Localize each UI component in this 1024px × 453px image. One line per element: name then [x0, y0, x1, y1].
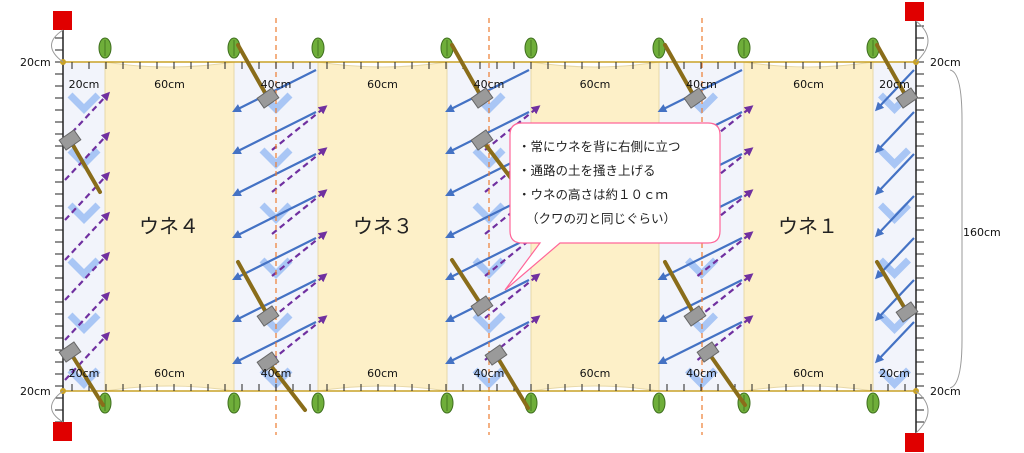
corner-stake: [53, 11, 72, 30]
right-measuring-rail: [915, 18, 924, 435]
soil-throw-arrow: [64, 291, 111, 341]
soil-throw-arrow: [271, 273, 328, 319]
path-width-label: 40cm: [474, 78, 505, 91]
chevron-mark: [878, 147, 911, 169]
soil-throw-arrow: [696, 273, 754, 319]
callout-line-1: ・常にウネを背に右側に立つ: [518, 139, 681, 154]
soil-throw-arrow: [874, 279, 915, 322]
soil-throw-arrow: [874, 195, 915, 238]
path-width-label: 40cm: [261, 78, 292, 91]
soil-throw-arrow: [874, 153, 915, 196]
soil-throw-arrow: [64, 131, 111, 181]
hoe-icon: [58, 129, 102, 194]
leaf-markers: [98, 37, 880, 414]
width-labels: 60cm 60cm 60cm 60cm 60cm 60cm 60cm 60cm 20cm 20cm…: [69, 78, 910, 380]
hoe-icon: [663, 260, 707, 327]
soil-throw-arrow: [271, 315, 328, 361]
soil-throw-arrow: [64, 211, 111, 261]
path-width-label: 40cm: [686, 78, 717, 91]
bed-width-label: 60cm: [580, 78, 611, 91]
hoe-icon: [696, 341, 747, 407]
bed-label-3: ウネ３: [353, 214, 413, 238]
soil-throw-arrow: [874, 111, 915, 154]
soil-throw-arrow: [657, 237, 743, 280]
soil-throw-arrow: [64, 171, 111, 221]
path-width-label: 20cm: [879, 78, 910, 91]
soil-throw-arrow: [445, 111, 530, 154]
callout-line-4: （クワの刃と同じぐらい）: [526, 211, 676, 226]
soil-throw-arrow: [271, 105, 328, 151]
corner-stake: [905, 2, 924, 21]
hoe-icon: [875, 43, 919, 109]
chevron-mark: [67, 92, 101, 114]
callout-line-3: ・ウネの高さは約１０ｃｍ: [518, 187, 668, 202]
soil-throw-arrow: [484, 273, 541, 319]
path-width-label: 40cm: [261, 367, 292, 380]
boundary-strings: [63, 61, 916, 392]
hoe-icon: [236, 260, 280, 327]
path-width-label: 20cm: [69, 367, 100, 380]
hoe-icon: [484, 344, 530, 410]
soil-throw-arrow: [271, 231, 328, 277]
soil-throw-arrow: [64, 331, 111, 381]
bed-width-label: 60cm: [154, 367, 185, 380]
length-label: 160cm: [963, 226, 1001, 239]
path-width-label: 40cm: [686, 367, 717, 380]
corner-stakes: [53, 2, 924, 452]
hoe-icon: [663, 43, 707, 109]
path-width-label: 20cm: [69, 78, 100, 91]
margin-label-left-bottom: 20cm: [20, 385, 51, 398]
hoe-icon: [450, 43, 494, 109]
chevron-mark: [878, 257, 911, 279]
soil-throw-arrow: [445, 237, 530, 280]
hoe-icon: [256, 351, 307, 412]
hoe-icon: [450, 258, 494, 317]
bed-width-label: 60cm: [793, 78, 824, 91]
bed-width-label: 60cm: [580, 367, 611, 380]
path-width-label: 20cm: [879, 367, 910, 380]
corner-stake: [53, 422, 72, 441]
length-brace: [949, 69, 963, 389]
margin-label-right-bottom: 20cm: [930, 385, 961, 398]
soil-throw-arrow: [271, 189, 328, 235]
hoe-icon: [58, 341, 105, 407]
corner-stake: [905, 433, 924, 452]
bed-width-label: 60cm: [154, 78, 185, 91]
boundary-string-ticks: [71, 62, 906, 391]
hoe-icon: [236, 43, 280, 109]
chevron-mark: [67, 257, 101, 279]
soil-throw-arrow: [232, 237, 317, 280]
bed-label-1: ウネ１: [778, 214, 838, 238]
bed-width-label: 60cm: [367, 78, 398, 91]
margin-label-right-top: 20cm: [930, 56, 961, 69]
soil-throw-arrow: [874, 237, 915, 280]
margin-braces: [51, 20, 929, 434]
soil-throw-arrow: [874, 69, 915, 112]
callout-line-2: ・通路の土を掻き上げる: [518, 163, 656, 178]
path-width-label: 40cm: [474, 367, 505, 380]
left-measuring-rail: [55, 20, 64, 435]
soil-throw-arrow: [64, 251, 111, 301]
chevron-mark: [472, 367, 506, 389]
bed-width-label: 60cm: [793, 367, 824, 380]
bed-width-label: 60cm: [367, 367, 398, 380]
soil-throw-arrow: [696, 231, 754, 277]
chevron-mark: [67, 312, 101, 334]
chevron-mark: [878, 367, 911, 389]
soil-throw-arrow: [271, 147, 328, 193]
path-strip: [63, 62, 105, 391]
hoe-icons: [58, 43, 919, 412]
chevron-mark: [67, 367, 101, 389]
soil-throw-arrow: [874, 321, 915, 364]
margin-label-left-top: 20cm: [20, 56, 51, 69]
soil-throw-arrow: [232, 111, 317, 154]
instruction-callout: ・常にウネを背に右側に立つ ・通路の土を掻き上げる ・ウネの高さは約１０ｃｍ （…: [504, 122, 721, 291]
bed-label-4: ウネ４: [139, 214, 199, 238]
chevron-mark: [878, 202, 911, 224]
hoe-icon: [875, 260, 919, 323]
